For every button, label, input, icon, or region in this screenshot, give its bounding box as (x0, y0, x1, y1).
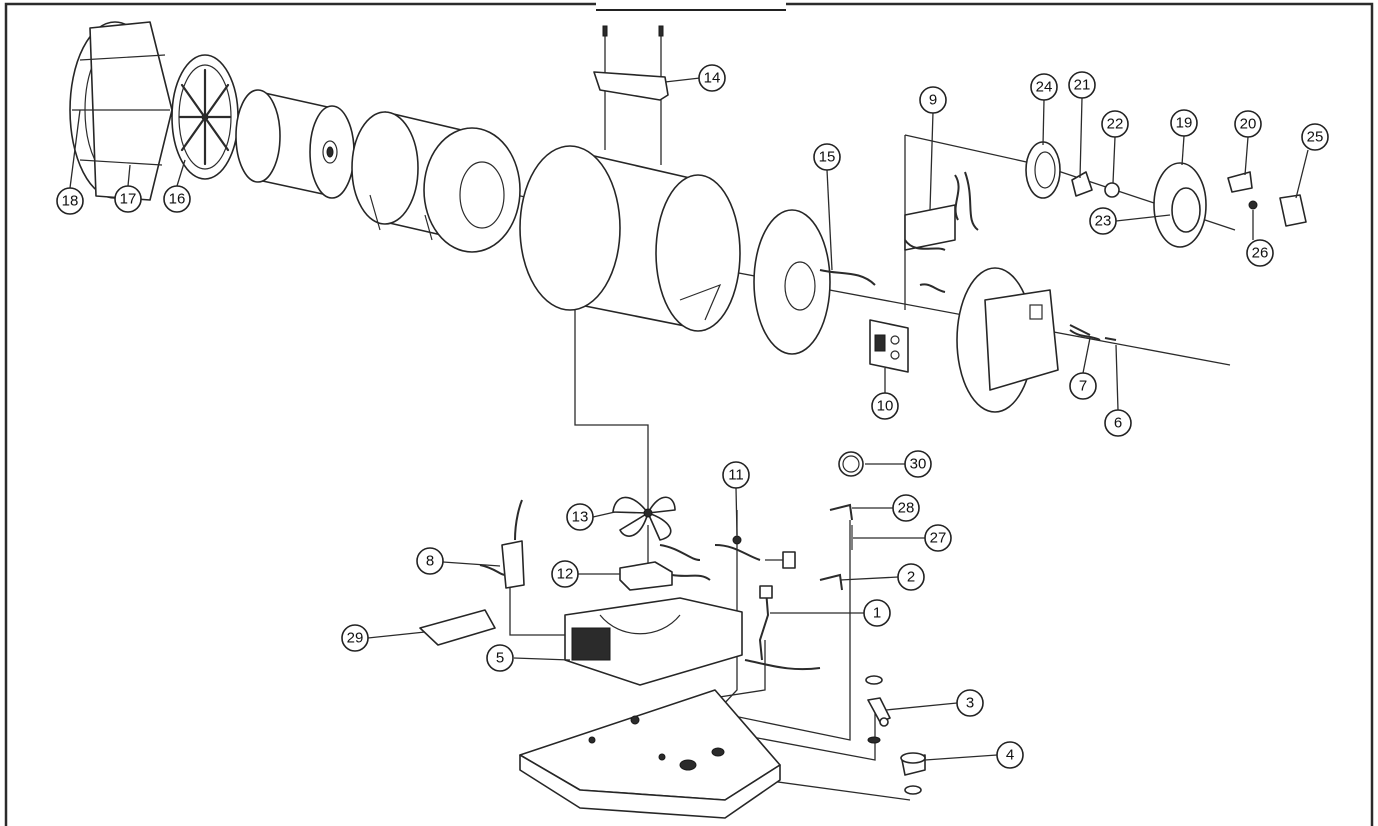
callout-29: 29 (341, 624, 369, 652)
callout-25: 25 (1301, 123, 1329, 151)
callout-16-label: 16 (169, 191, 186, 208)
callout-leaders (69, 77, 1309, 761)
callout-24: 24 (1030, 73, 1058, 101)
callout-2-label: 2 (907, 569, 915, 586)
callout-7: 7 (1069, 372, 1097, 400)
callout-13-label: 13 (572, 509, 589, 526)
callout-9-label: 9 (929, 92, 937, 109)
diagram-frame (4, 2, 1374, 826)
callout-2: 2 (897, 563, 925, 591)
circuit-board-part (869, 319, 909, 373)
pump-body-part (1153, 162, 1207, 248)
callout-24-label: 24 (1036, 79, 1053, 96)
callout-11: 11 (722, 461, 750, 489)
callout-7-label: 7 (1079, 378, 1087, 395)
outer-shell-part (519, 145, 741, 332)
fuel-gauge-part (838, 451, 864, 477)
callout-10-label: 10 (877, 398, 894, 415)
callout-25-label: 25 (1307, 129, 1324, 146)
callout-23-label: 23 (1095, 213, 1112, 230)
callout-20: 20 (1234, 110, 1262, 138)
callout-18-label: 18 (62, 193, 79, 210)
callout-30: 30 (904, 450, 932, 478)
ignitor-wire-part (1069, 324, 1117, 341)
callout-27: 27 (924, 524, 952, 552)
ignition-transformer-part (904, 171, 979, 251)
back-panel-part (753, 209, 876, 355)
callout-15: 15 (813, 143, 841, 171)
callout-22: 22 (1101, 110, 1129, 138)
fuel-line-part (819, 503, 853, 591)
callout-4-label: 4 (1006, 747, 1014, 764)
filter-screw-part (1248, 200, 1258, 210)
callout-28-label: 28 (898, 500, 915, 517)
callout-21: 21 (1068, 71, 1096, 99)
callout-10: 10 (871, 392, 899, 420)
callout-18: 18 (56, 187, 84, 215)
combustion-chamber-part (235, 89, 355, 199)
coupling-part (1071, 171, 1093, 197)
callout-27-label: 27 (930, 530, 947, 547)
switch-wiring-part (659, 535, 796, 569)
heat-shield-part (351, 111, 521, 253)
callout-14-label: 14 (704, 70, 721, 87)
outer-grille-part (69, 21, 173, 201)
callout-6-label: 6 (1114, 415, 1122, 432)
callout-17-label: 17 (120, 191, 137, 208)
pump-end-cover-part (1227, 171, 1253, 193)
callout-26-label: 26 (1252, 245, 1269, 262)
callout-12: 12 (551, 560, 579, 588)
callout-3-label: 3 (966, 695, 974, 712)
callout-19: 19 (1170, 109, 1198, 137)
callout-13: 13 (566, 503, 594, 531)
fan-motor-part (619, 561, 711, 591)
callout-29-label: 29 (347, 630, 364, 647)
callout-16: 16 (163, 185, 191, 213)
power-cord-part (758, 585, 773, 661)
fan-blade-part (612, 496, 676, 541)
callout-20-label: 20 (1240, 116, 1257, 133)
inner-baffle-part (171, 54, 239, 180)
callout-1-label: 1 (873, 605, 881, 622)
rear-cover-part (919, 267, 1101, 413)
fuel-tank-part (519, 689, 781, 819)
callout-22-label: 22 (1107, 116, 1124, 133)
callout-4: 4 (996, 741, 1024, 769)
callout-8: 8 (416, 547, 444, 575)
blower-wheel-part (1025, 141, 1061, 199)
callout-11-label: 11 (728, 467, 744, 484)
callout-26: 26 (1246, 239, 1274, 267)
bracket-plate-part (419, 609, 496, 646)
rotor-part (1104, 182, 1120, 198)
solenoid-valve-part (479, 499, 525, 589)
callout-17: 17 (114, 185, 142, 213)
fuel-cap-part (865, 675, 891, 744)
callout-3: 3 (956, 689, 984, 717)
callout-9: 9 (919, 86, 947, 114)
callout-14: 14 (698, 64, 726, 92)
handle-part (593, 25, 669, 165)
callout-15-label: 15 (819, 149, 836, 166)
callout-23: 23 (1089, 207, 1117, 235)
callout-28: 28 (892, 494, 920, 522)
callout-1: 1 (863, 599, 891, 627)
callout-19-label: 19 (1176, 115, 1193, 132)
control-box-part (564, 597, 821, 686)
callout-5: 5 (486, 644, 514, 672)
pump-filter-cover-part (1279, 194, 1307, 227)
callout-5-label: 5 (496, 650, 504, 667)
callout-12-label: 12 (557, 566, 574, 583)
callout-6: 6 (1104, 409, 1132, 437)
callout-30-label: 30 (910, 456, 927, 473)
callout-8-label: 8 (426, 553, 434, 570)
tank-cap-part (900, 752, 926, 795)
callout-21-label: 21 (1074, 77, 1091, 94)
